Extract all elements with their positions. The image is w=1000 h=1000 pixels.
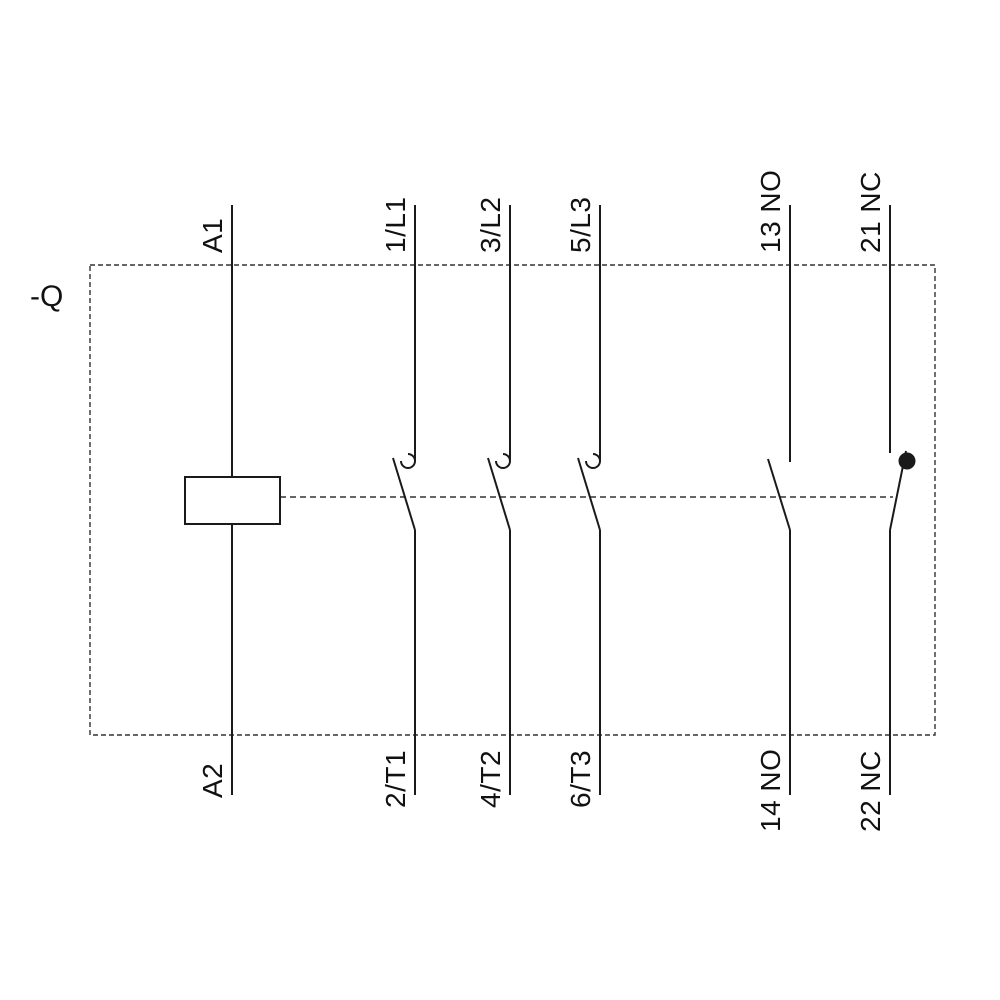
contact-blade-pole1 bbox=[392, 457, 416, 531]
terminal-label-21nc: 21 NC bbox=[855, 171, 886, 253]
terminal-label-a1: A1 bbox=[197, 217, 228, 253]
terminal-label-4t2: 4/T2 bbox=[475, 749, 506, 808]
nc-contact-dot bbox=[898, 452, 916, 470]
device-outline-dashed-border bbox=[89, 264, 936, 736]
terminal-label-5l3: 5/L3 bbox=[565, 196, 596, 254]
terminal-label-3l2: 3/L2 bbox=[475, 196, 506, 254]
contact-blade-aux-no bbox=[767, 458, 791, 531]
contact-blade-pole2 bbox=[487, 457, 511, 531]
terminal-label-14no: 14 NO bbox=[755, 748, 786, 832]
contact-seat-arc-pole3 bbox=[585, 453, 601, 469]
terminal-label-a2: A2 bbox=[197, 762, 228, 798]
contact-blade-pole3 bbox=[577, 457, 601, 531]
terminal-label-13no: 13 NO bbox=[755, 169, 786, 253]
contact-seat-arc-pole2 bbox=[495, 453, 511, 469]
contact-blade-aux-nc bbox=[889, 450, 907, 531]
terminal-label-1l1: 1/L1 bbox=[380, 196, 411, 254]
terminal-label-6t3: 6/T3 bbox=[565, 749, 596, 808]
coil-symbol bbox=[184, 476, 281, 525]
terminal-label-22nc: 22 NC bbox=[855, 750, 886, 832]
device-designation-label: -Q bbox=[30, 280, 64, 313]
contact-seat-arc-pole1 bbox=[400, 453, 416, 469]
terminal-label-2t1: 2/T1 bbox=[380, 749, 411, 808]
